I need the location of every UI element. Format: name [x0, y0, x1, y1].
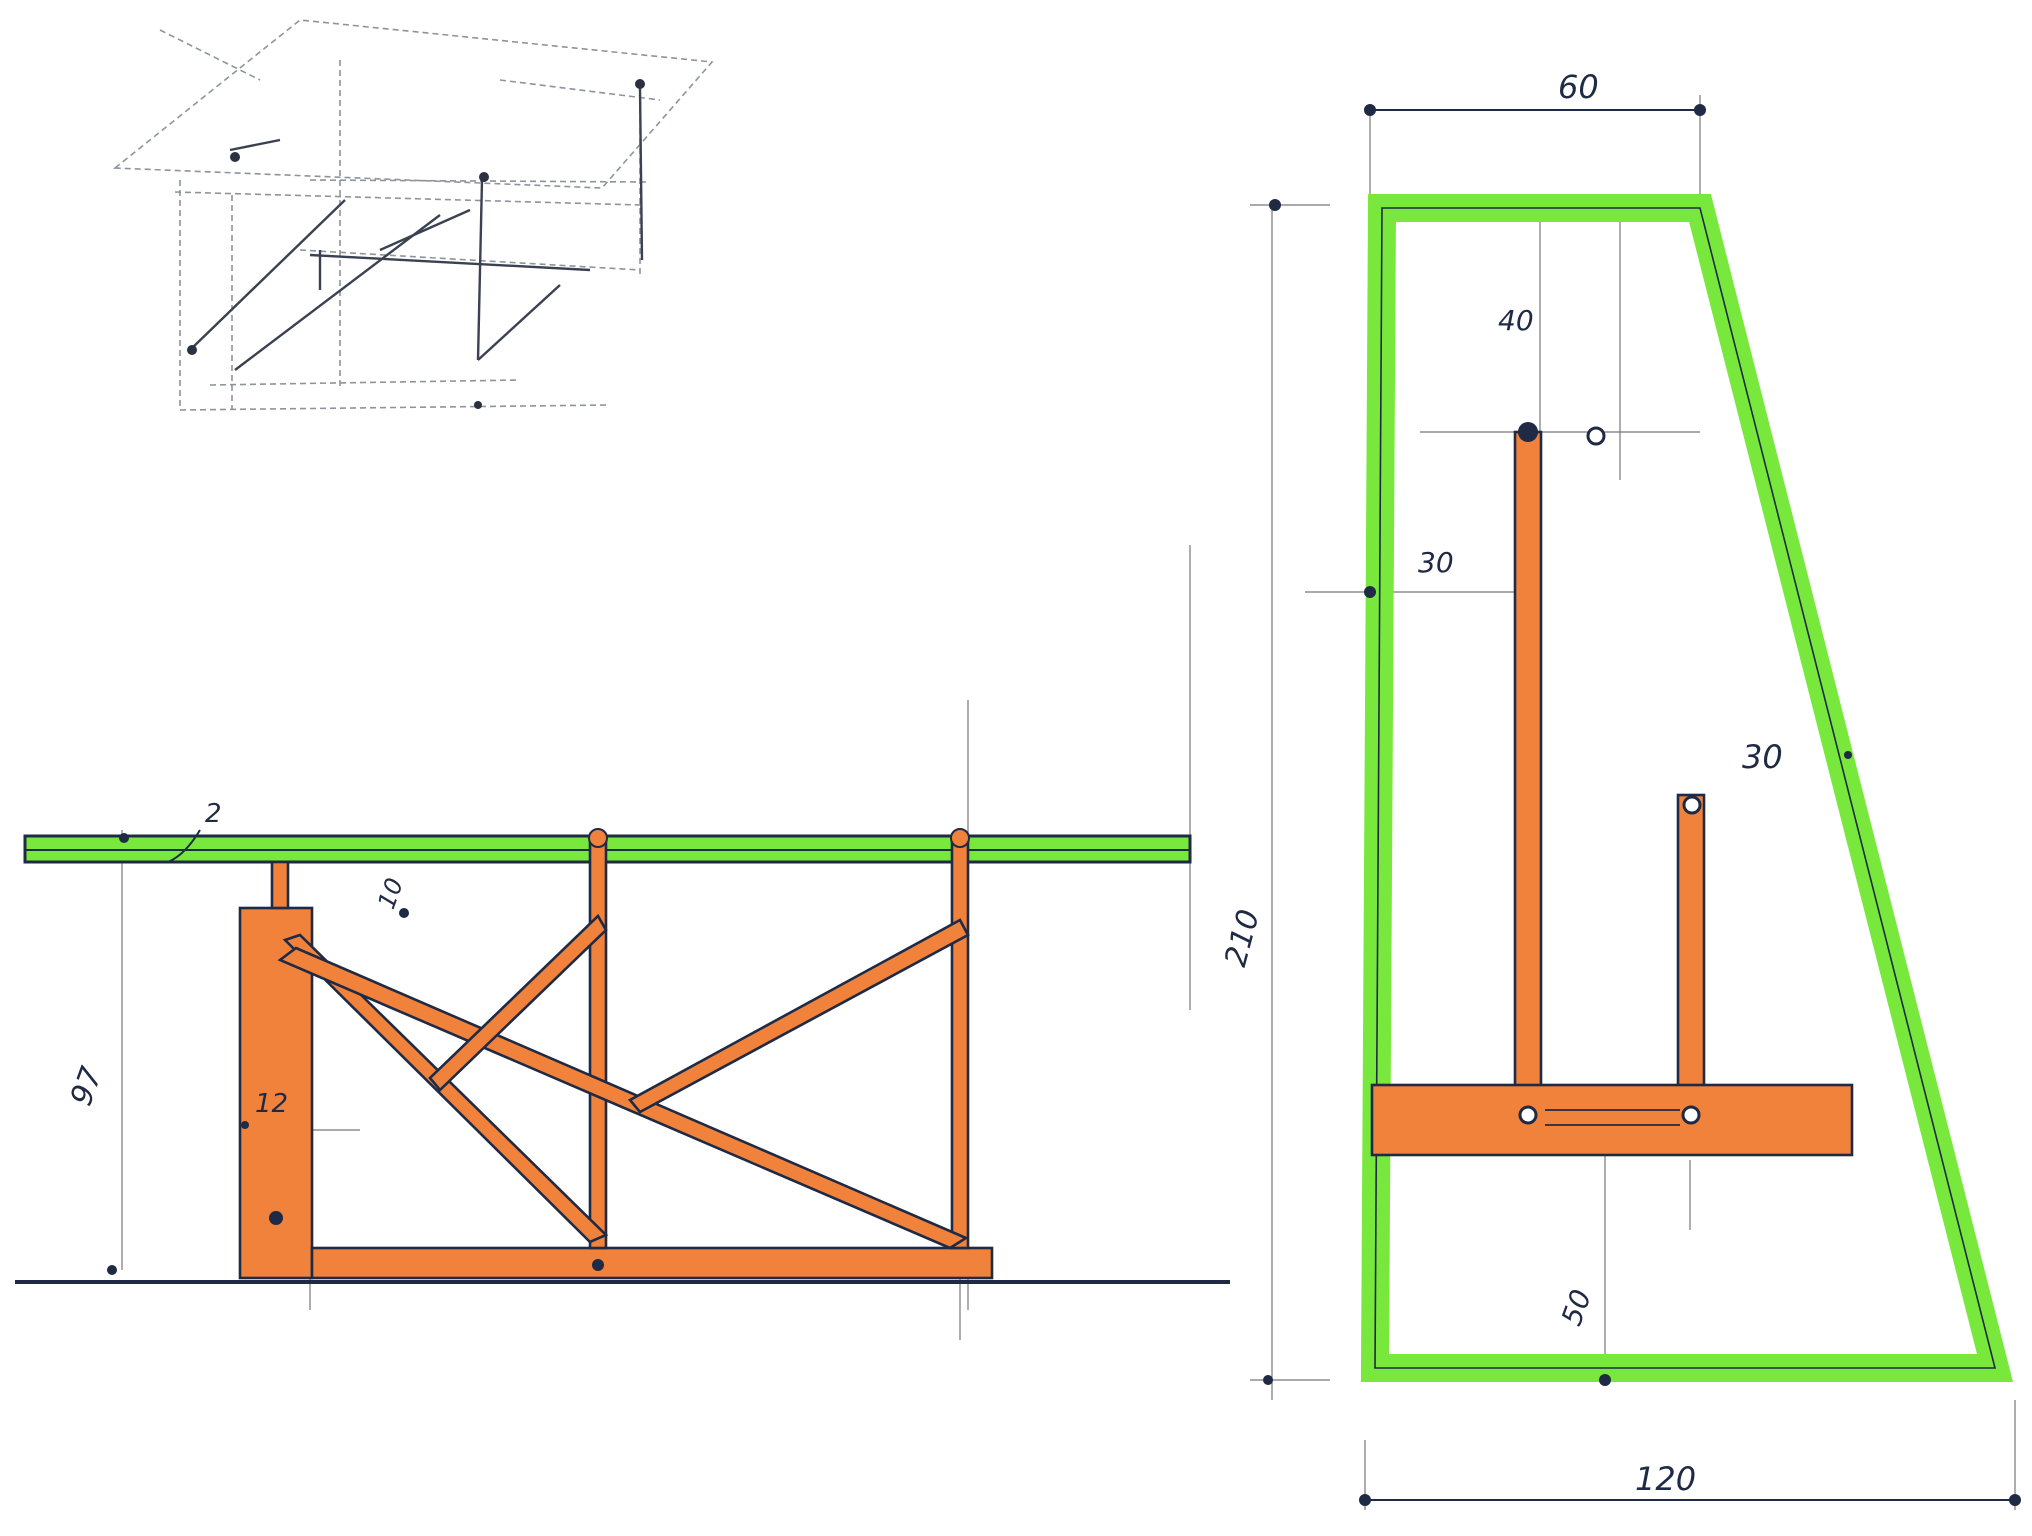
- dim-top-width: 60: [1558, 68, 1599, 106]
- diagonal-brace-1: [282, 933, 609, 1244]
- side-frame-outline: [1360, 194, 2014, 1382]
- diagonal-brace-2: [277, 946, 969, 1250]
- diagonal-brace-4: [627, 918, 970, 1114]
- dim-base-clearance: 50: [1555, 1285, 1598, 1330]
- dim-top-thickness: 2: [205, 799, 222, 829]
- vertical-strut-right: [950, 836, 970, 1250]
- dim-overall-height: 210: [1218, 906, 1267, 970]
- side-view: 2 10 97 12: [15, 545, 1230, 1340]
- dim-mid-segment: 30: [1418, 546, 1454, 579]
- base-rail: [310, 1246, 994, 1280]
- dim-height: 97: [64, 1062, 110, 1110]
- dim-post-width: 12: [255, 1089, 288, 1119]
- perspective-sketch-frame: [189, 87, 644, 371]
- perspective-sketch-bolts: [187, 79, 645, 409]
- dim-short-post: 30: [1742, 738, 1783, 776]
- vertical-strut-mid: [588, 836, 608, 1250]
- tall-upright: [1513, 430, 1543, 1114]
- crossbar: [1370, 1083, 1854, 1157]
- short-upright: [1676, 793, 1706, 1114]
- dim-upper-segment: 40: [1498, 304, 1534, 337]
- perspective-sketch: [112, 19, 714, 411]
- dim-top-gap: 10: [372, 874, 409, 912]
- diagonal-brace-3: [428, 913, 608, 1092]
- end-view: 60 210 40 30 30 50 120: [1218, 68, 2021, 1510]
- top-spacer: [270, 860, 290, 910]
- dim-bottom-width: 120: [1635, 1460, 1696, 1498]
